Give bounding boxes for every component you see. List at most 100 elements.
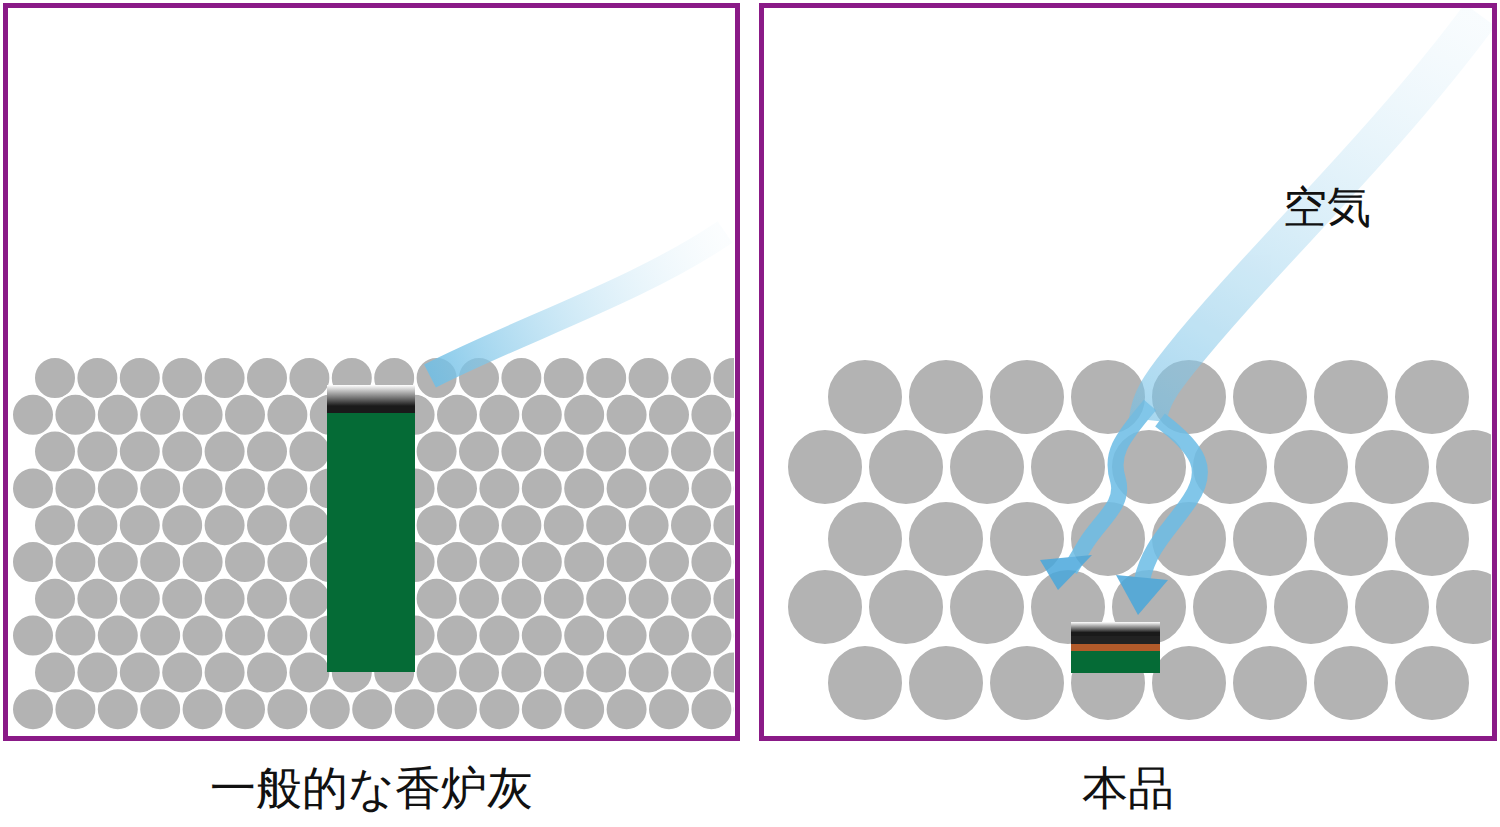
ash-grain (436, 615, 478, 657)
ash-grain (161, 651, 203, 693)
ash-grain (34, 431, 76, 473)
ash-grain (1273, 569, 1349, 645)
ash-grain (76, 504, 118, 546)
ash-grain (500, 504, 542, 546)
ash-grain (246, 504, 288, 546)
panel-caption: 一般的な香炉灰 (8, 758, 735, 820)
ash-grain (34, 357, 76, 399)
ash-grain (690, 615, 732, 657)
ash-grain (119, 578, 161, 620)
air-flow (430, 232, 725, 376)
ash-grain (478, 615, 520, 657)
ash-grain (712, 357, 734, 399)
ash-grain (670, 431, 712, 473)
ash-grain (76, 651, 118, 693)
ash-grain (1394, 645, 1470, 721)
ash-grain (288, 578, 330, 620)
ash-grain (648, 688, 690, 730)
ash-grain (500, 651, 542, 693)
ash-grain (97, 688, 139, 730)
ash-grain (12, 541, 54, 583)
ash-grain (416, 431, 458, 473)
ash-grain (436, 394, 478, 436)
ash-grain (246, 357, 288, 399)
ash-grain (989, 359, 1065, 435)
ash-grain (458, 578, 500, 620)
ash-grain (224, 467, 266, 509)
ash-grain (712, 578, 734, 620)
ash-grain (690, 688, 732, 730)
ash-grain (436, 541, 478, 583)
ash-grain (690, 394, 732, 436)
ash-grain (416, 651, 458, 693)
ash-grain (1313, 359, 1389, 435)
ash-grain (288, 357, 330, 399)
ash-grain (868, 429, 944, 505)
ash-grain (1030, 429, 1106, 505)
ash-grain (309, 688, 351, 730)
ash-grain (648, 394, 690, 436)
ash-grain (543, 504, 585, 546)
ash-grain (585, 578, 627, 620)
ash-grain (1151, 645, 1227, 721)
ash-grain (266, 394, 308, 436)
ash-grain (478, 394, 520, 436)
ash-grain (139, 688, 181, 730)
ash-grain (139, 394, 181, 436)
ash-grain (1313, 645, 1389, 721)
ash-grain (648, 467, 690, 509)
ash-grain (224, 688, 266, 730)
ash-grain (908, 645, 984, 721)
ash-grain (204, 578, 246, 620)
ash-grain (949, 569, 1025, 645)
ash-grain (606, 467, 648, 509)
ash-grain (606, 615, 648, 657)
burning-tip (1071, 622, 1160, 636)
ash-grain (54, 394, 96, 436)
ash-grain (868, 569, 944, 645)
ash-grain (139, 467, 181, 509)
ash-grain (266, 541, 308, 583)
ash-grain (648, 615, 690, 657)
ash-grain (161, 431, 203, 473)
ash-grain (182, 688, 224, 730)
ash-grain (787, 429, 863, 505)
ember-glow (1071, 644, 1160, 651)
ash-grain (628, 431, 670, 473)
ash-grain (266, 467, 308, 509)
comparison-panel: 本品 (759, 3, 1497, 741)
ash-grain (908, 501, 984, 577)
ash-grain (690, 541, 732, 583)
incense-stick (1071, 651, 1160, 673)
ash-grain (288, 651, 330, 693)
ash-grain (606, 394, 648, 436)
ash-grain (12, 467, 54, 509)
ash-grain (1354, 569, 1430, 645)
ash-grain (670, 578, 712, 620)
ash-grain (12, 688, 54, 730)
ash-grain (1192, 569, 1268, 645)
ember (1071, 636, 1160, 644)
ash-grain (436, 688, 478, 730)
air-label: 空気 (1283, 178, 1371, 237)
ash-grain (733, 688, 734, 730)
ash-grain (182, 467, 224, 509)
ash-grain (54, 541, 96, 583)
ash-grain (827, 645, 903, 721)
ash-grain (585, 357, 627, 399)
ash-grain (648, 541, 690, 583)
ash-grain (1232, 645, 1308, 721)
ash-grain (12, 394, 54, 436)
ash-grain (628, 651, 670, 693)
ash-grain (204, 431, 246, 473)
burning-tip (327, 385, 415, 413)
coarse-ash-grains (787, 359, 1491, 721)
ash-grain (266, 615, 308, 657)
ash-grain (97, 467, 139, 509)
ash-grain (458, 651, 500, 693)
ash-grain (224, 615, 266, 657)
ash-grain (119, 357, 161, 399)
ash-grain (628, 357, 670, 399)
ash-grain (34, 651, 76, 693)
